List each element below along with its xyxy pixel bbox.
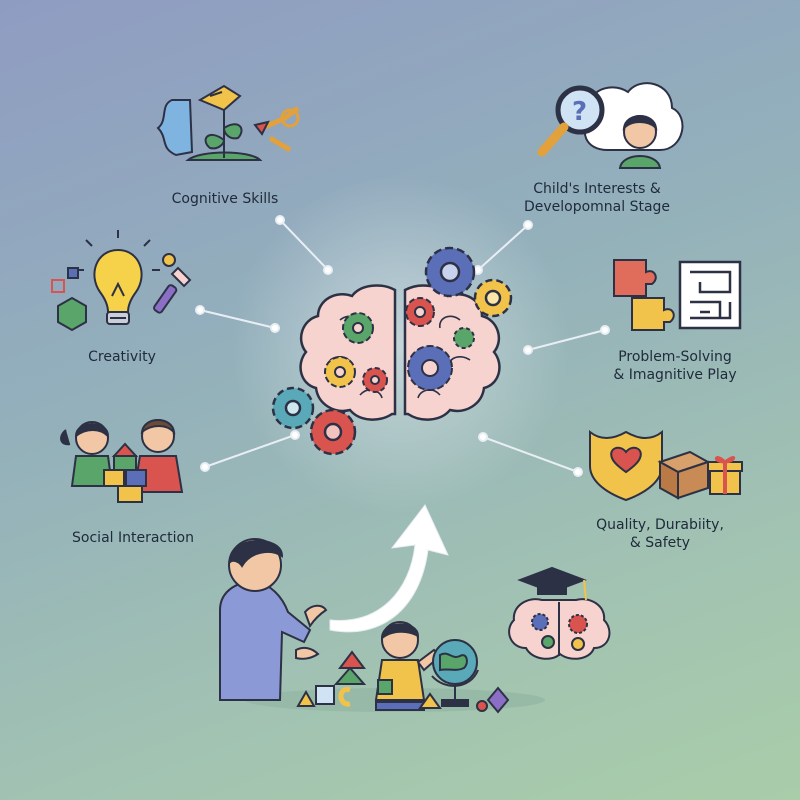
- center-glow: [230, 175, 570, 515]
- globe-icon: [431, 639, 479, 707]
- label-quality: Quality, Durabiity, & Safety: [596, 517, 724, 551]
- connector-cognitive: [279, 219, 329, 271]
- curved-arrow-icon: [329, 504, 449, 633]
- label-interests: Child's Interests & Developomnal Stage: [523, 181, 671, 215]
- graduation-brain-icon: [508, 566, 611, 660]
- connector-problem-solving: [527, 329, 606, 351]
- connector-social: [204, 434, 296, 468]
- children-playing-icon: [60, 419, 184, 503]
- gift-box-icon: [707, 456, 743, 495]
- paintbrush-icon: [153, 253, 192, 314]
- label-creativity: Creativity: [88, 349, 156, 365]
- label-problem-solving: Problem-Solving & Imagnitive Play: [613, 349, 737, 383]
- maze-icon: [678, 260, 742, 330]
- shield-heart-icon: [589, 429, 663, 502]
- puzzle-pieces-icon: [613, 259, 675, 331]
- connector-creativity: [199, 309, 276, 329]
- connector-quality: [482, 436, 579, 473]
- shapes-icon: [51, 267, 87, 332]
- outer-gears: [271, 246, 513, 456]
- connectors: [195, 215, 610, 477]
- label-cognitive-skills: Cognitive Skills: [171, 191, 279, 207]
- toy-shapes-icon: [296, 650, 442, 709]
- small-toy-icon: [476, 686, 510, 714]
- svg-text:?: ?: [572, 97, 587, 127]
- lightbulb-icon: [76, 230, 160, 325]
- connector-interests: [477, 224, 529, 271]
- parent-figure-icon: [219, 538, 328, 701]
- label-social-interaction: Social Interaction: [72, 530, 194, 546]
- plant-growth-icon: [156, 84, 300, 161]
- brain-gears: [324, 297, 475, 393]
- wooden-block-icon: [657, 450, 711, 500]
- magnifier-question-icon: ?: [537, 82, 684, 169]
